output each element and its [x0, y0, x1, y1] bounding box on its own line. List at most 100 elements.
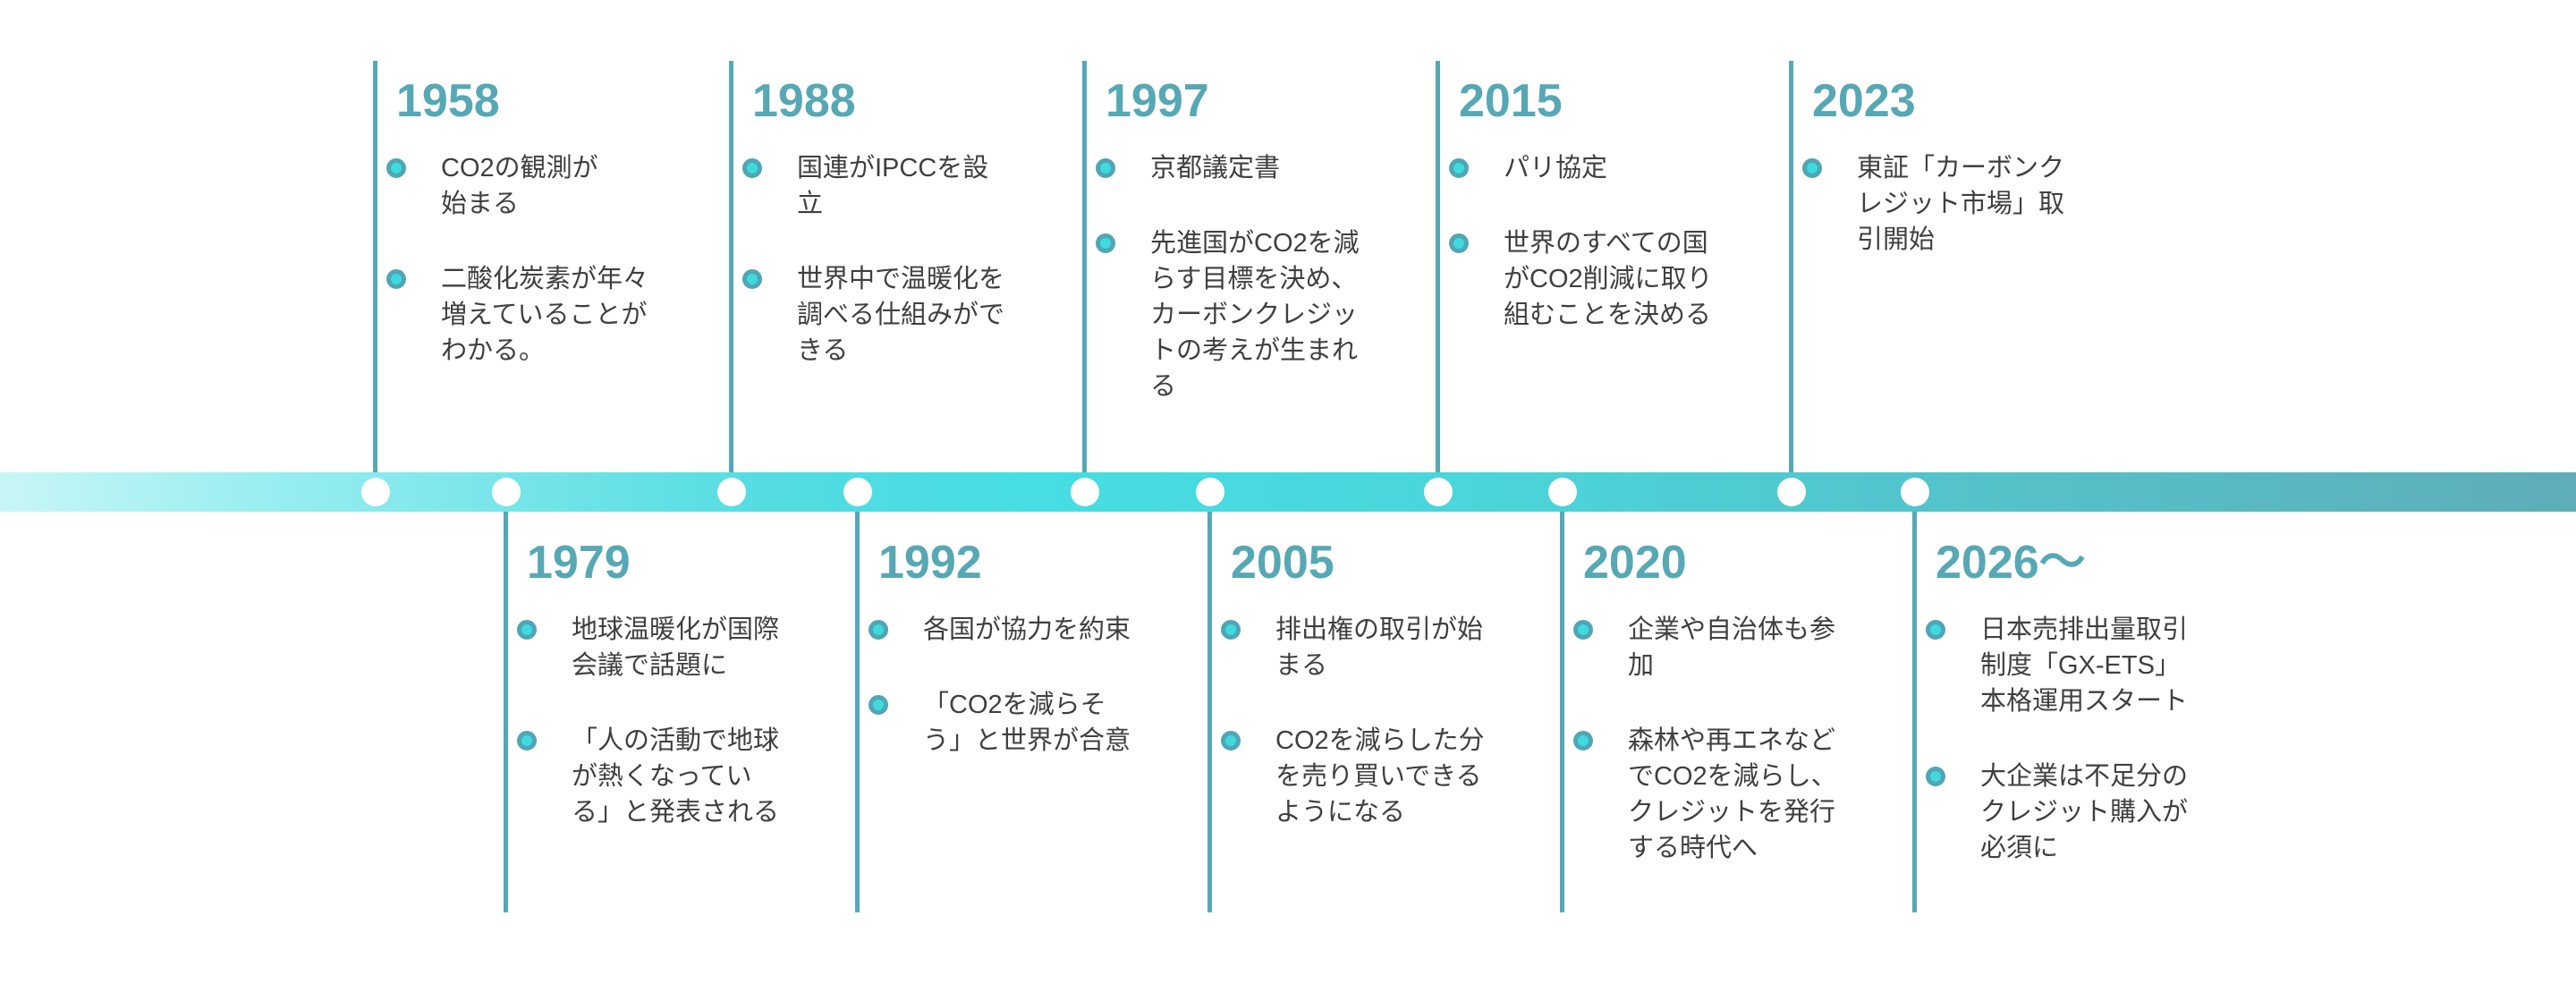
timeline-event-2005: 2005 排出権の取引が始 まる CO2を減らした分 を売り買いできる ようになる [1221, 535, 1525, 869]
year-label: 2005 [1231, 537, 1335, 589]
timeline-marker-dot [1776, 478, 1806, 506]
timeline-connector-line [1082, 61, 1087, 472]
timeline-marker-dot [360, 478, 390, 506]
event-items: 国連がIPCCを設 立世界中で温暖化を 調べる仕組みがで きる [742, 150, 1046, 369]
timeline-item: 東証「カーボンク レジット市場」取 引開始 [1802, 150, 2106, 258]
item-text: 世界のすべての国 がCO2削減に取り 組むことを決める [1504, 229, 1713, 329]
timeline-item: 排出権の取引が始 まる [1221, 612, 1525, 683]
timeline-item: 世界中で温暖化を 調べる仕組みがで きる [742, 261, 1046, 369]
bullet-icon [1449, 233, 1469, 253]
event-items: 企業や自治体も参 加森林や再エネなど でCO2を減らし、 クレジットを発行 する… [1573, 612, 1877, 866]
item-text: 東証「カーボンク レジット市場」取 引開始 [1857, 154, 2065, 254]
timeline-item: 大企業は不足分の クレジット購入が 必須に [1926, 759, 2230, 866]
timeline-item: パリ協定 [1449, 150, 1753, 186]
timeline-event-1979: 1979 地球温暖化が国際 会議で話題に「人の活動で地球 が熱くなってい る」と発… [517, 535, 821, 869]
timeline-connector-line [1912, 512, 1917, 912]
timeline-item: 二酸化炭素が年々 増えていることが わかる。 [386, 261, 691, 369]
item-text: 大企業は不足分の クレジット購入が 必須に [1980, 762, 2189, 862]
timeline-item: 世界のすべての国 がCO2削減に取り 組むことを決める [1449, 225, 1753, 333]
timeline-item: CO2を減らした分 を売り買いできる ようになる [1221, 723, 1525, 830]
item-text: 森林や再エネなど でCO2を減らし、 クレジットを発行 する時代へ [1628, 726, 1837, 862]
year-label: 2015 [1459, 75, 1563, 127]
timeline-item: 日本売排出量取引 制度「GX-ETS」 本格運用スタート [1926, 612, 2230, 719]
item-text: 「CO2を減らそ う」と世界が合意 [923, 691, 1131, 755]
bullet-icon [517, 731, 537, 751]
item-text: 各国が協力を約束 [923, 615, 1131, 644]
timeline-item: 先進国がCO2を減 らす目標を決め、 カーボンクレジッ トの考えが生まれ る [1096, 225, 1400, 404]
timeline-connector-line [1208, 512, 1212, 912]
bullet-icon [1221, 731, 1241, 751]
timeline-item: 企業や自治体も参 加 [1573, 612, 1877, 683]
year-label: 1988 [752, 75, 856, 127]
timeline-connector-line [504, 512, 508, 912]
item-text: 地球温暖化が国際 会議で話題に [572, 615, 780, 680]
event-items: パリ協定世界のすべての国 がCO2削減に取り 組むことを決める [1449, 150, 1753, 333]
timeline-marker-dot [1195, 478, 1224, 506]
timeline-item: 京都議定書 [1096, 150, 1400, 186]
year-label: 1992 [878, 537, 982, 589]
event-items: 東証「カーボンク レジット市場」取 引開始 [1802, 150, 2106, 258]
event-items: 京都議定書先進国がCO2を減 らす目標を決め、 カーボンクレジッ トの考えが生ま… [1096, 150, 1400, 404]
timeline-event-1988: 1988 国連がIPCCを設 立世界中で温暖化を 調べる仕組みがで きる [742, 73, 1046, 408]
item-text: 京都議定書 [1150, 154, 1281, 182]
item-text: CO2の観測が 始まる [441, 154, 598, 218]
item-text: 日本売排出量取引 制度「GX-ETS」 本格運用スタート [1980, 615, 2189, 716]
timeline-marker-dot [1547, 478, 1577, 506]
bullet-icon [1096, 233, 1115, 253]
bullet-icon [1221, 620, 1241, 640]
bullet-icon [386, 158, 406, 178]
bullet-icon [1926, 767, 1945, 786]
timeline-connector-line [1789, 61, 1793, 472]
timeline-marker-dot [1070, 478, 1099, 506]
timeline-connector-line [373, 61, 377, 472]
bullet-icon [386, 269, 406, 289]
item-text: CO2を減らした分 を売り買いできる ようになる [1275, 726, 1485, 827]
bullet-icon [1573, 731, 1593, 751]
bullet-icon [869, 620, 888, 640]
timeline-item: 「人の活動で地球 が熱くなってい る」と発表される [517, 723, 821, 830]
timeline-event-1992: 1992 各国が協力を約束「CO2を減らそ う」と世界が合意 [869, 535, 1173, 798]
timeline-item: 地球温暖化が国際 会議で話題に [517, 612, 821, 683]
timeline-marker-dot [843, 478, 872, 506]
timeline-connector-line [855, 512, 860, 912]
timeline-marker-dot [491, 478, 521, 506]
item-text: 「人の活動で地球 が熱くなってい る」と発表される [572, 726, 780, 827]
year-label: 1958 [396, 75, 500, 127]
timeline-marker-dot [1900, 478, 1929, 506]
year-label: 1979 [527, 537, 631, 589]
event-items: 各国が協力を約束「CO2を減らそ う」と世界が合意 [869, 612, 1173, 759]
item-text: パリ協定 [1504, 154, 1608, 182]
year-label: 2026〜 [1936, 537, 2086, 589]
year-label: 2023 [1812, 75, 1916, 127]
event-items: CO2の観測が 始まる二酸化炭素が年々 増えていることが わかる。 [386, 150, 691, 369]
timeline-item: 「CO2を減らそ う」と世界が合意 [869, 687, 1173, 759]
item-text: 国連がIPCCを設 立 [797, 154, 989, 218]
bullet-icon [742, 158, 762, 178]
timeline-item: CO2の観測が 始まる [386, 150, 691, 222]
bullet-icon [1096, 158, 1115, 178]
event-items: 日本売排出量取引 制度「GX-ETS」 本格運用スタート大企業は不足分の クレジ… [1926, 612, 2230, 866]
item-text: 企業や自治体も参 加 [1628, 615, 1836, 680]
timeline-event-2026: 2026〜日本売排出量取引 制度「GX-ETS」 本格運用スタート大企業は不足分… [1926, 535, 2230, 905]
item-text: 先進国がCO2を減 らす目標を決め、 カーボンクレジッ トの考えが生まれ る [1150, 229, 1360, 401]
timeline-connector-line [1560, 512, 1564, 912]
item-text: 排出権の取引が始 まる [1275, 615, 1484, 680]
bullet-icon [1573, 620, 1593, 640]
timeline-item: 森林や再エネなど でCO2を減らし、 クレジットを発行 する時代へ [1573, 723, 1877, 866]
bullet-icon [1802, 158, 1822, 178]
bullet-icon [869, 695, 888, 715]
timeline-item: 国連がIPCCを設 立 [742, 150, 1046, 222]
timeline-bar [0, 472, 2576, 512]
bullet-icon [742, 269, 762, 289]
timeline-item: 各国が協力を約束 [869, 612, 1173, 648]
item-text: 世界中で温暖化を 調べる仕組みがで きる [797, 265, 1005, 365]
timeline-event-2015: 2015 パリ協定世界のすべての国 がCO2削減に取り 組むことを決める [1449, 73, 1753, 372]
bullet-icon [517, 620, 537, 640]
bullet-icon [1449, 158, 1469, 178]
event-items: 地球温暖化が国際 会議で話題に「人の活動で地球 が熱くなってい る」と発表される [517, 612, 821, 830]
timeline-connector-line [729, 61, 733, 472]
timeline-event-2023: 2023 東証「カーボンク レジット市場」取 引開始 [1802, 73, 2106, 297]
